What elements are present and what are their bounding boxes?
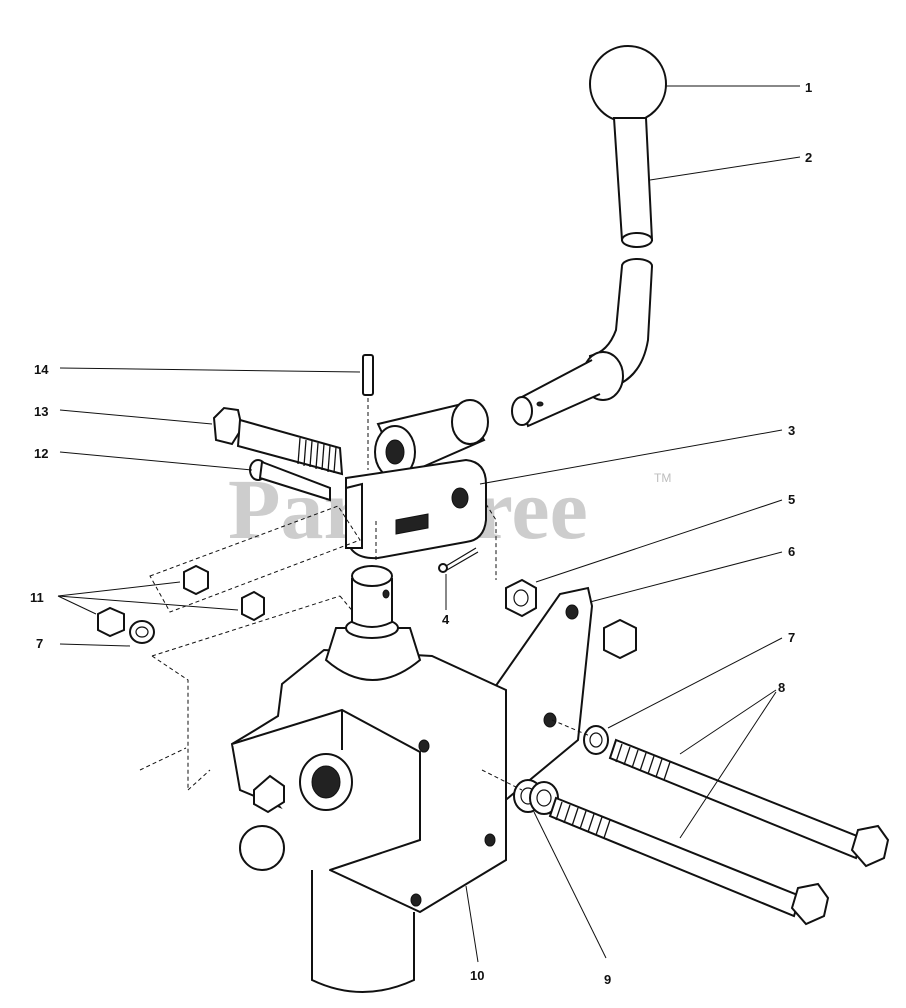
lever-knob [589,45,667,123]
callout-labels: 1 2 3 4 5 6 7 7 8 9 10 11 12 13 14 [30,80,812,987]
callout-7-right: 7 [788,630,795,645]
callout-6: 6 [788,544,795,559]
hex-nut-11a [183,564,209,596]
callout-14: 14 [34,362,49,377]
roll-pin [362,354,374,396]
hex-bolt-13 [212,406,344,476]
long-bolt-lower [548,796,830,926]
lever-handle [511,117,654,428]
callout-9: 9 [604,972,611,987]
callout-2: 2 [805,150,812,165]
callout-5: 5 [788,492,795,507]
flat-washer-9 [513,779,559,815]
callout-3: 3 [788,423,795,438]
callout-4: 4 [442,612,450,627]
hex-nut-5 [505,578,537,618]
callout-8: 8 [778,680,785,695]
callout-12: 12 [34,446,48,461]
lock-washer-left [129,620,155,644]
cotter-pin [438,547,479,573]
hex-nut-11b [241,590,265,622]
callout-7-left: 7 [36,636,43,651]
valve-body [230,565,507,993]
hex-nut-11c [97,606,125,638]
callout-10: 10 [470,968,484,983]
leader-lines [57,85,801,963]
long-bolt-upper [608,738,890,868]
lock-washer-right [583,725,609,755]
callout-13: 13 [34,404,48,419]
mounting-bracket [139,505,361,791]
spacer-tube [374,399,489,479]
clevis-pin [249,459,331,502]
hex-nut-right [603,618,637,660]
watermark-trademark: TM [654,471,671,485]
callout-11: 11 [30,590,44,605]
lever-link [345,458,487,560]
callout-1: 1 [805,80,812,95]
